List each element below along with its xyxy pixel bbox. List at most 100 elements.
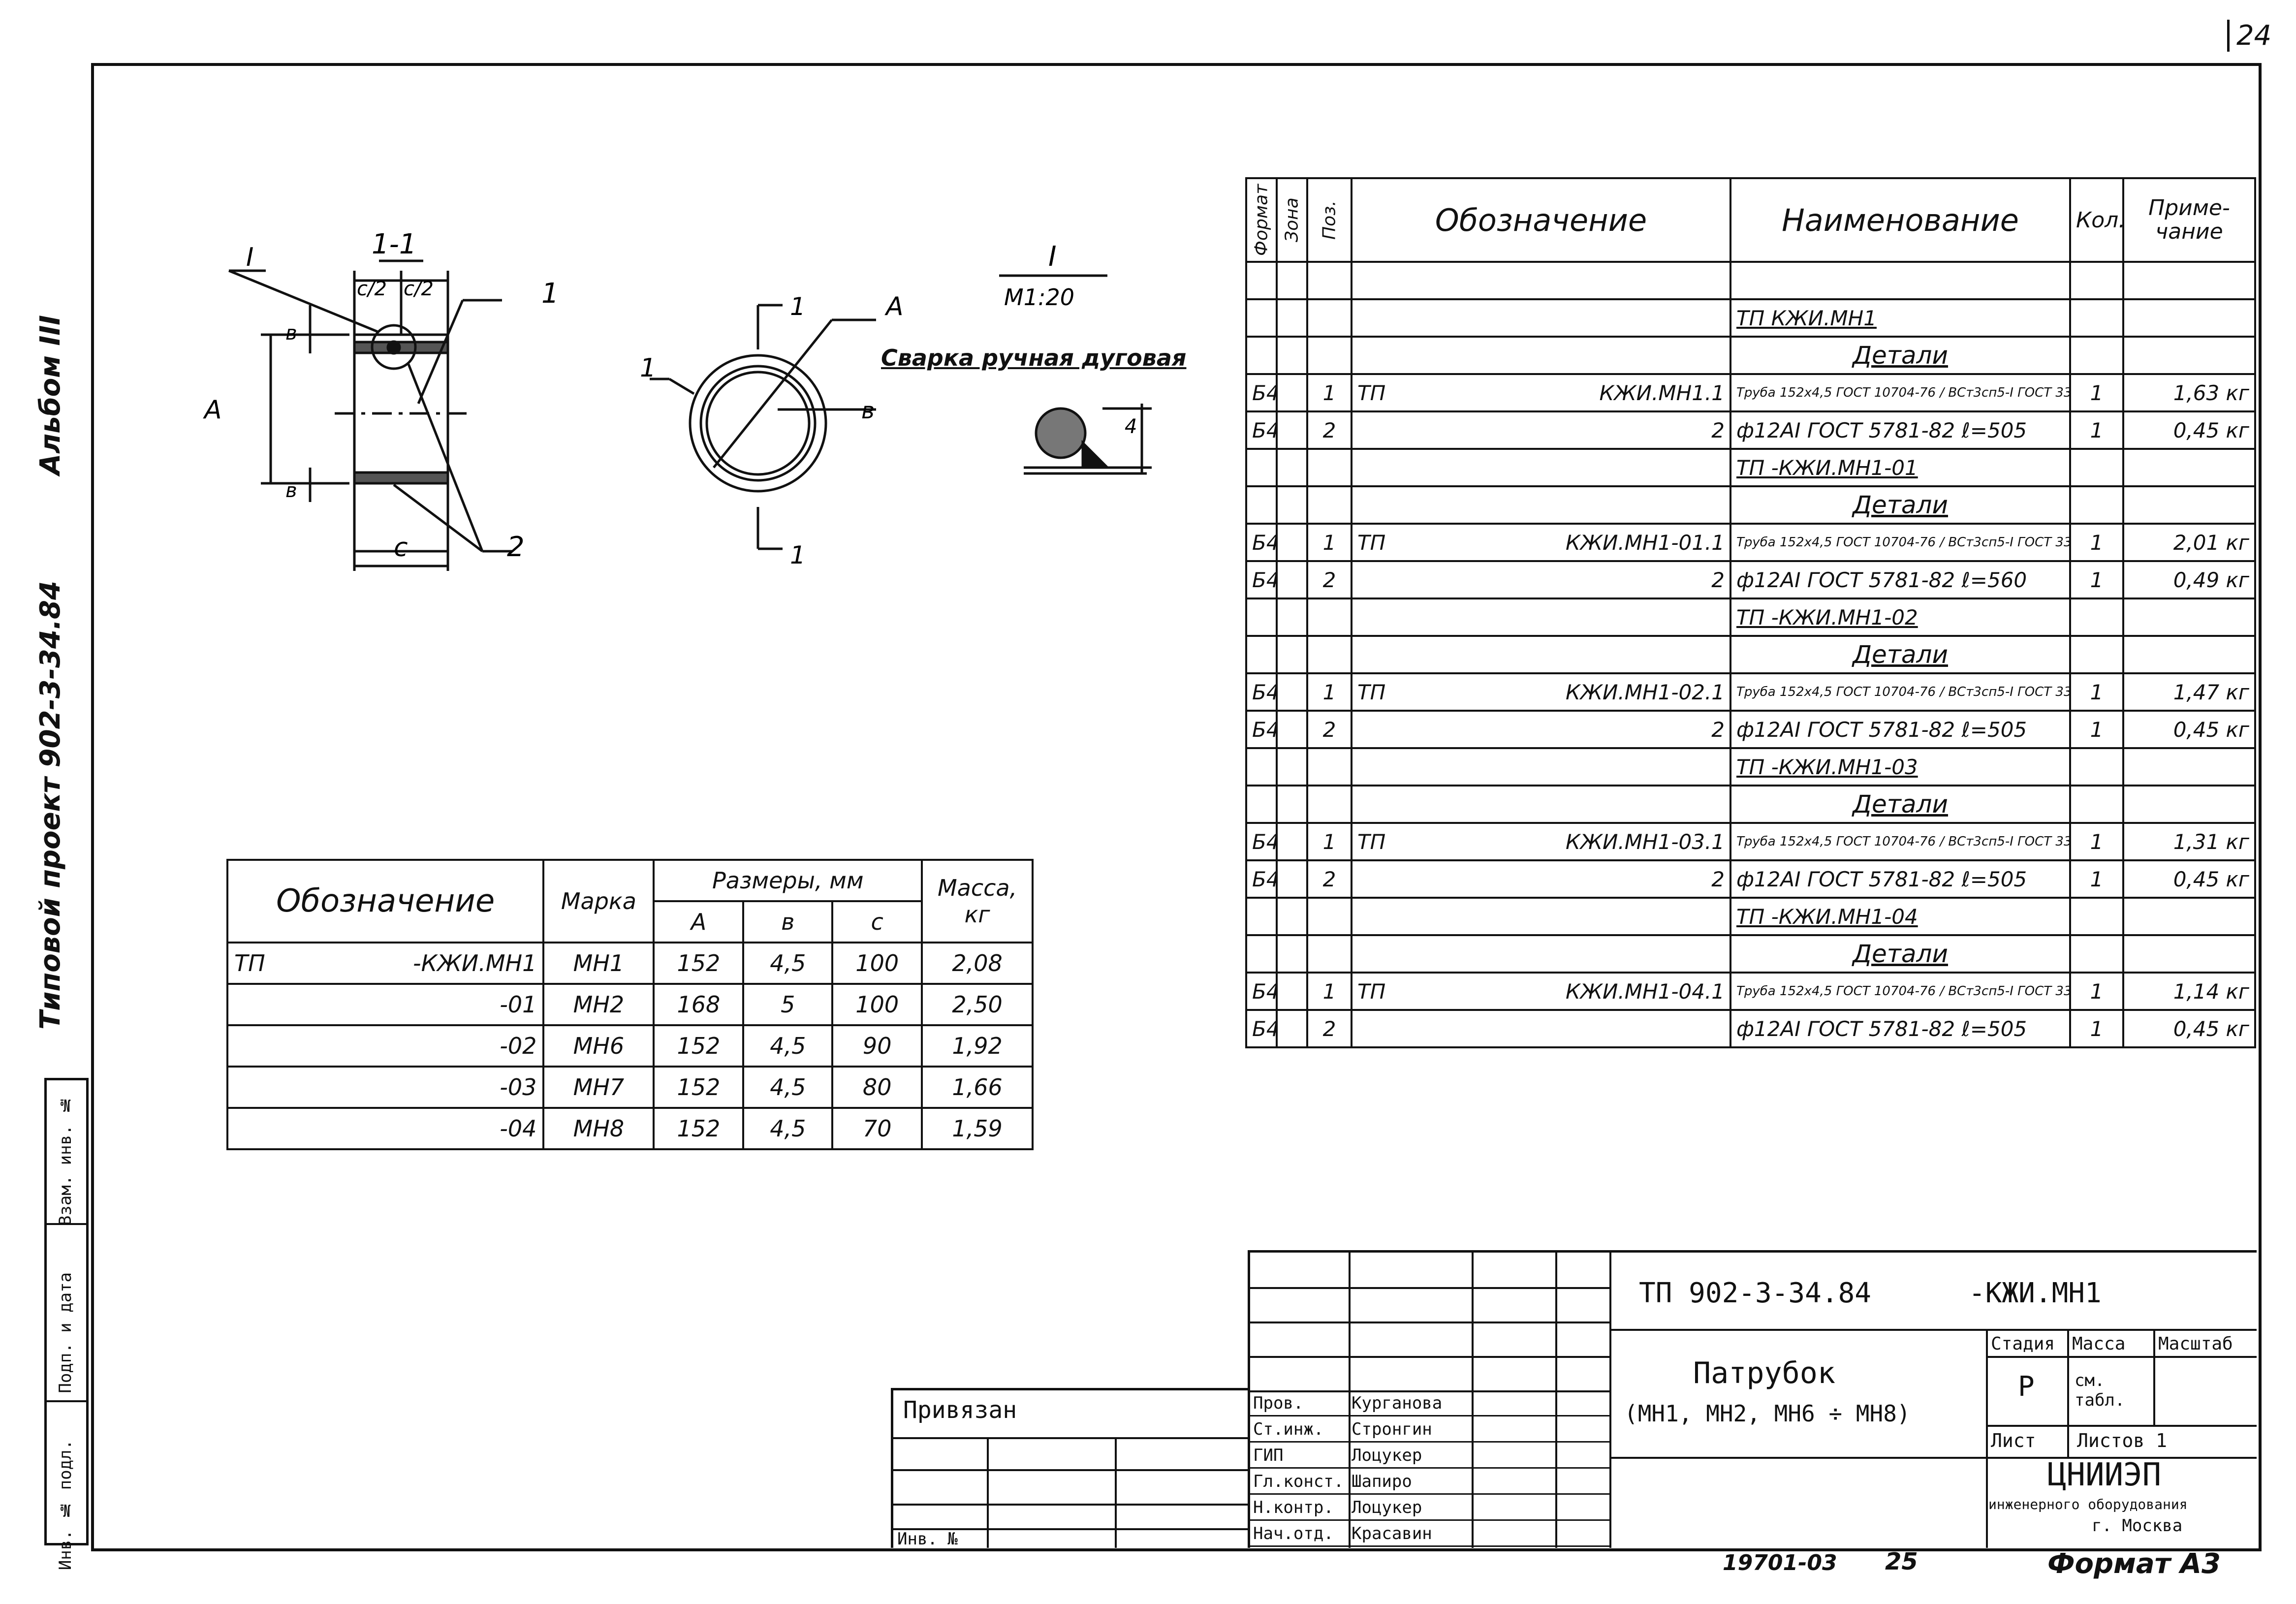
spec-row: Детали [1245,336,2256,375]
spec-name: Детали [1730,934,2071,974]
spec-note [2122,598,2256,637]
detail-callout: I [246,243,253,272]
spec-name: ТП -КЖИ.МН1-04 [1730,897,2071,936]
dims-designation: -03 [500,1074,537,1101]
spec-pos [1306,298,1352,338]
spec-zone [1276,972,1308,1011]
spec-row: Детали [1245,485,2256,525]
spec-row [1245,261,2256,300]
stage-header: Стадия [1991,1334,2055,1354]
dims-designation: -04 [500,1115,537,1142]
spec-row: ТП -КЖИ.МН1-04 [1245,897,2256,936]
side-stamp: Инв. № подл. Подп. и дата Взам. инв. № [44,1078,89,1570]
spec-note [2122,261,2256,300]
role-title: Нач.отд. [1253,1524,1334,1543]
spec-tp: ТП [1357,380,1386,405]
org-city: г. Москва [2092,1516,2183,1536]
spec-zone [1276,785,1308,824]
spec-designation [1351,298,1731,338]
spec-name: Детали [1730,336,2071,375]
page-number: 24 [2227,20,2271,52]
spec-row: ТП -КЖИ.МН1-03 [1245,747,2256,786]
spec-designation [1351,635,1731,674]
spec-name: ф12АI ГОСТ 5781-82 ℓ=505 [1730,859,2071,899]
spec-tp: ТП [1357,680,1386,704]
spec-qty: 1 [2069,710,2124,749]
spec-designation [1351,261,1731,300]
spec-note: 0,45 кг [2122,410,2256,450]
dims-cell-mass: 1,59 [921,1107,1034,1150]
stamp-inv: Инв. № подл. [56,1440,75,1571]
spec-pos: 1 [1306,373,1352,412]
spec-format [1245,785,1278,824]
spec-designation: 2 [1351,710,1731,749]
attached-block: Привязан Инв. № [891,1388,1250,1549]
spec-zone [1276,410,1308,450]
org-name: ЦНИИЭП [2047,1457,2162,1493]
spec-h-designation: Обозначение [1351,177,1731,263]
role-row: Ст.инж.Стронгин [1250,1416,1609,1443]
spec-zone [1276,710,1308,749]
spec-zone [1276,598,1308,637]
spec-row: ТП -КЖИ.МН1-01 [1245,448,2256,487]
dims-cell-mass: 2,08 [921,942,1034,985]
role-row: Гл.конст.Шапиро [1250,1469,1609,1495]
dims-h-sizes: Размеры, мм [653,859,923,902]
spec-pos: 2 [1306,1009,1352,1048]
spec-name: Детали [1730,635,2071,674]
dims-cell-designation: ТП -КЖИ.МН1 [226,942,545,985]
spec-qty [2069,747,2124,786]
spec-row: Детали [1245,635,2256,674]
spec-format [1245,934,1278,974]
spec-designation [1351,485,1731,525]
dims-cell-c: 80 [831,1066,923,1109]
dims-designation: -КЖИ.МН1 [412,950,537,976]
spec-format: Б4 [1245,523,1278,562]
spec-zone [1276,859,1308,899]
spec-format [1245,448,1278,487]
spec-qty: 1 [2069,523,2124,562]
spec-note [2122,635,2256,674]
spec-note [2122,298,2256,338]
spec-qty: 1 [2069,1009,2124,1048]
spec-note: 1,47 кг [2122,672,2256,712]
dims-h-mark: Марка [542,859,655,944]
dims-designation: -01 [500,991,537,1018]
role-row: Н.контр.Лоцукер [1250,1495,1609,1521]
spec-pos: 1 [1306,672,1352,712]
spec-des-value: 2 [1711,717,1725,742]
spec-row: Детали [1245,785,2256,824]
weld-leg: 4 [1125,415,1137,438]
spec-name: Труба 152х4,5 ГОСТ 10704-76 / ВСт3сп5-I … [1730,373,2071,412]
spec-name: Труба 152х4,5 ГОСТ 10704-76 / ВСт3сп5-I … [1730,822,2071,861]
spec-name: ф12АI ГОСТ 5781-82 ℓ=505 [1730,710,2071,749]
role-title: Н.контр. [1253,1498,1334,1517]
dims-h-c: с [831,900,923,944]
half-c-left: c/2 [357,278,387,300]
dims-prefix: ТП [234,950,265,976]
pos-2-label: 2 [507,531,525,563]
spec-qty: 1 [2069,859,2124,899]
dims-cell-mark: МН6 [542,1024,655,1068]
dims-cell-designation: -03 [226,1066,545,1109]
spec-format: Б4 [1245,560,1278,599]
spec-note [2122,485,2256,525]
spec-zone [1276,336,1308,375]
dims-cell-designation: -04 [226,1107,545,1150]
spec-zone [1276,672,1308,712]
spec-pos [1306,785,1352,824]
spec-qty: 1 [2069,972,2124,1011]
spec-designation [1351,897,1731,936]
dims-cell-a: 152 [653,942,745,985]
album-label: Альбом III [34,315,66,475]
spec-name: ф12АI ГОСТ 5781-82 ℓ=505 [1730,410,2071,450]
role-person: Лоцукер [1352,1446,1422,1465]
specification-table: Формат Зона Поз. Обозначение Наименовани… [1245,177,2256,1048]
spec-zone [1276,448,1308,487]
role-title: ГИП [1253,1446,1284,1465]
